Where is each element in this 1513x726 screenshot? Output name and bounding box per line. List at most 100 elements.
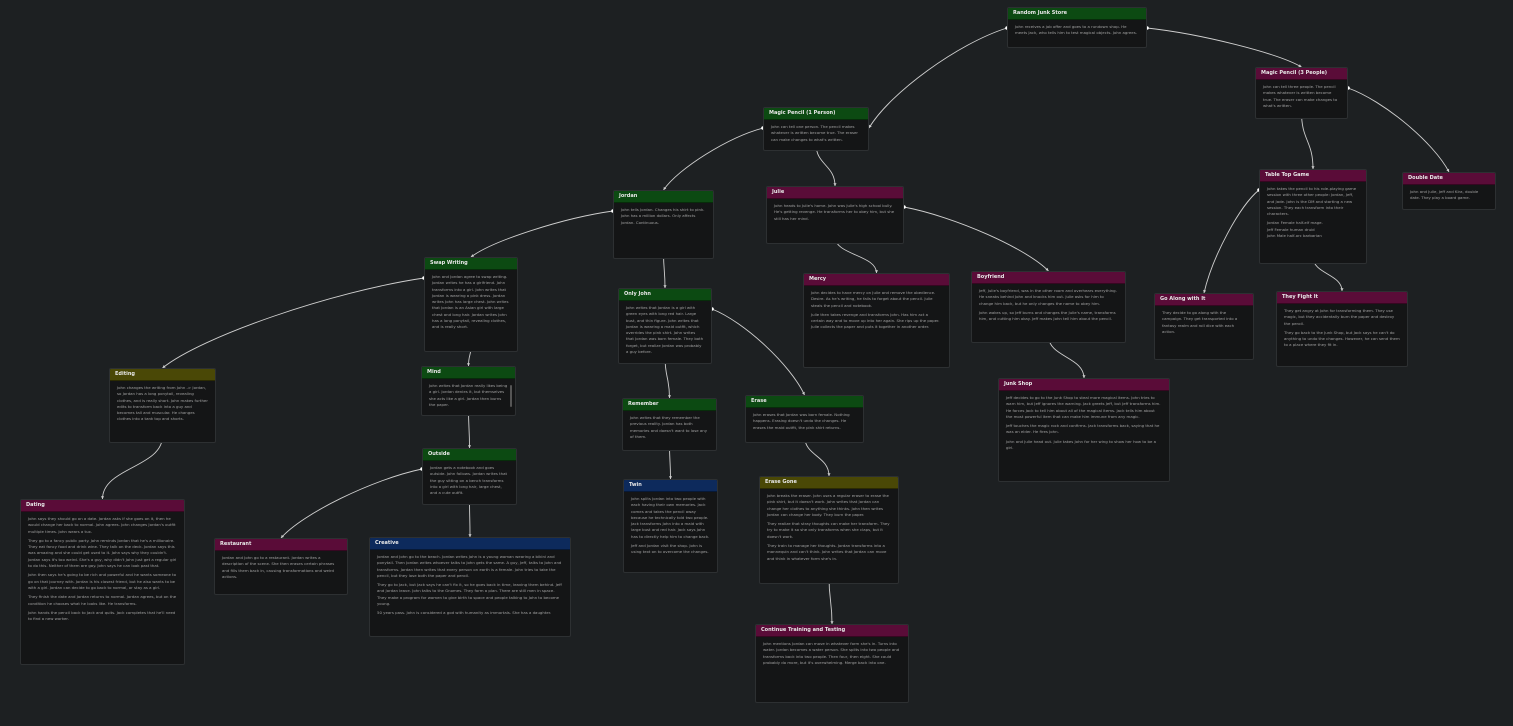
node-text: Jordan Female half-elf mage. Jeff Female… xyxy=(1267,220,1323,239)
node-body: They decide to go along with the campaig… xyxy=(1155,306,1253,340)
node-body: John changes the writing from John -> Jo… xyxy=(110,381,215,428)
node-title: Erase xyxy=(746,396,863,408)
node-text: Jeff, Julie's boyfriend, was in the othe… xyxy=(979,288,1117,306)
node-text: John hands the pencil back to Jack and q… xyxy=(28,609,176,622)
node-title: Mind xyxy=(422,367,515,379)
node-title: Only John xyxy=(619,289,711,301)
node-text: Jordan gets a notebook and goes outside.… xyxy=(430,465,508,496)
node-text: John can tell one person. The pencil mak… xyxy=(771,124,858,142)
edge-random-junk-store-to-magic-pencil-3 xyxy=(1146,27,1302,68)
edge-erase-gone-to-continue-training xyxy=(828,576,833,625)
node-body: John takes the pencil to his role-playin… xyxy=(1260,182,1366,244)
edge-only-john-to-erase xyxy=(711,308,805,396)
node-title: Random Junk Store xyxy=(1008,8,1146,20)
node-text: John receives a job offer and goes to a … xyxy=(1015,24,1137,36)
node-body: Jeff, Julie's boyfriend, was in the othe… xyxy=(972,284,1125,327)
node-title: Double Date xyxy=(1403,173,1495,185)
node-text: John writes that Jordan is a girl with g… xyxy=(626,305,704,355)
node-text: Jeff and Jordan visit the shop. John is … xyxy=(631,543,709,555)
node-text: John wakes up, so Jeff burns and changes… xyxy=(979,309,1116,322)
node-title: Julie xyxy=(767,187,903,199)
node-text: John writes that they remember the previ… xyxy=(630,415,708,439)
node-magic-pencil-1[interactable]: Magic Pencil (1 Person)John can tell one… xyxy=(763,107,869,151)
node-body: They get angry at John for transforming … xyxy=(1277,304,1407,354)
node-body: John writes that they remember the previ… xyxy=(623,411,716,445)
node-title: Boyfriend xyxy=(972,272,1125,284)
node-text: John and Julie head out. Julie takes Joh… xyxy=(1006,438,1156,451)
node-body: John mentions Jordan can move in whateve… xyxy=(756,637,908,671)
node-body: Jordan gets a notebook and goes outside.… xyxy=(423,461,516,501)
node-title: Twin xyxy=(624,480,717,492)
node-text: Jeff decides to go to the Junk Shop to s… xyxy=(1006,395,1161,419)
node-scrollbar[interactable] xyxy=(510,385,512,407)
edge-outside-to-restaurant xyxy=(280,468,423,539)
edge-swap-writing-to-editing xyxy=(162,277,425,369)
edge-editing-to-dating xyxy=(102,435,163,500)
node-title: Erase Gone xyxy=(760,477,898,489)
node-title: Continue Training and Testing xyxy=(756,625,908,637)
node-title: Editing xyxy=(110,369,215,381)
node-title: Outside xyxy=(423,449,516,461)
node-text: Jordan and John go to a restaurant. Jord… xyxy=(222,555,335,579)
node-text: John and Julie, Jeff and Kira, double da… xyxy=(1410,189,1479,201)
edge-jordan-to-swap-writing xyxy=(470,210,614,258)
node-body: John says they should go on a date. Jord… xyxy=(21,512,184,627)
node-text: They finish the date and Jordan returns … xyxy=(28,594,177,606)
node-title: Restaurant xyxy=(215,539,347,551)
node-title: Mercy xyxy=(804,274,949,286)
node-title: Creative xyxy=(370,538,570,550)
node-text: Julie then takes revenge and transforms … xyxy=(811,311,940,330)
node-body: John writes that Jordan really likes bei… xyxy=(422,379,515,413)
node-body: John erases that Jordan was born female.… xyxy=(746,408,863,436)
node-magic-pencil-3[interactable]: Magic Pencil (3 People) John can tell thr… xyxy=(1255,67,1348,119)
node-title: Swap Writing xyxy=(425,258,517,270)
node-text: Jordan and John go to the beach. Jordan … xyxy=(377,554,562,578)
node-body: John can tell three people. The pencil m… xyxy=(1256,80,1347,114)
node-body: Jordan and John go to a restaurant. Jord… xyxy=(215,551,347,585)
node-body: John writes that Jordan is a girl with g… xyxy=(619,301,711,360)
node-title: Magic Pencil (3 People) xyxy=(1256,68,1347,80)
node-body: John heads to Julie's home. John was Jul… xyxy=(767,199,903,227)
node-text: John can tell three people. The pencil m… xyxy=(1263,84,1338,108)
node-text: They realize that stray thoughts can mak… xyxy=(767,521,890,539)
node-text: John erases that Jordan was born female.… xyxy=(753,412,850,430)
edge-julie-to-boyfriend xyxy=(903,206,1049,272)
node-body: John and Julie, Jeff and Kira, double da… xyxy=(1403,185,1495,207)
node-body: John splits Jordan into two people with … xyxy=(624,492,717,561)
node-title: Jordan xyxy=(614,191,713,203)
node-text: They train to manage her thoughts. Jorda… xyxy=(767,543,887,561)
node-text: John changes the writing from John -> Jo… xyxy=(117,385,208,422)
node-body: Jordan and John go to the beach. Jordan … xyxy=(370,550,570,622)
node-text: John writes that Jordan really likes bei… xyxy=(429,383,508,407)
node-body: John can tell one person. The pencil mak… xyxy=(764,120,868,148)
node-body: John and Jordan agree to swap writing. J… xyxy=(425,270,517,336)
edge-magic-pencil-3-to-double-date xyxy=(1347,87,1450,173)
node-text: John takes the pencil to his role-playin… xyxy=(1267,186,1357,217)
node-text: They go to Jack, but Jack says he can't … xyxy=(377,582,562,607)
node-body: John breaks the eraser. John uses a regu… xyxy=(760,489,898,567)
node-text: John heads to Julie's home. John was Jul… xyxy=(774,203,895,221)
